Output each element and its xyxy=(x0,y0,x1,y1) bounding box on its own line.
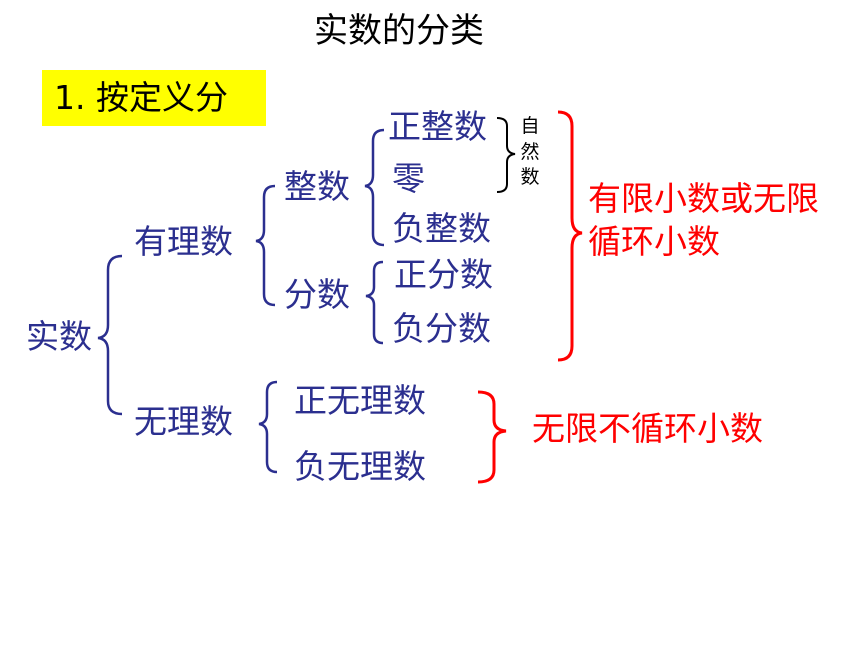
page-title: 实数的分类 xyxy=(314,11,484,51)
fraction-brace xyxy=(365,260,384,345)
irrational-note-brace xyxy=(477,390,507,484)
zero: 零 xyxy=(392,159,425,198)
natural-number-label: 自然数 xyxy=(520,115,540,189)
positive-fraction: 正分数 xyxy=(394,255,493,294)
fraction-label: 分数 xyxy=(284,275,350,314)
positive-irrational: 正无理数 xyxy=(294,381,426,420)
rational-note-brace xyxy=(557,110,583,362)
negative-irrational: 负无理数 xyxy=(294,447,426,486)
natural-brace xyxy=(496,117,516,193)
root-real-numbers: 实数 xyxy=(26,317,92,356)
negative-fraction: 负分数 xyxy=(392,309,491,348)
rational-note: 有限小数或无限循环小数 xyxy=(588,179,819,261)
rational-brace xyxy=(255,184,276,307)
section-label: 1. 按定义分 xyxy=(54,78,228,117)
root-brace xyxy=(97,254,123,416)
rational-label: 有理数 xyxy=(134,222,233,261)
irrational-note: 无限不循环小数 xyxy=(532,409,763,448)
irrational-brace xyxy=(258,380,278,474)
integer-brace xyxy=(364,128,385,247)
section-label-box: 1. 按定义分 xyxy=(42,70,266,126)
integer-label: 整数 xyxy=(284,167,350,206)
negative-integer: 负整数 xyxy=(392,209,491,248)
positive-integer: 正整数 xyxy=(388,107,487,146)
irrational-label: 无理数 xyxy=(134,402,233,441)
